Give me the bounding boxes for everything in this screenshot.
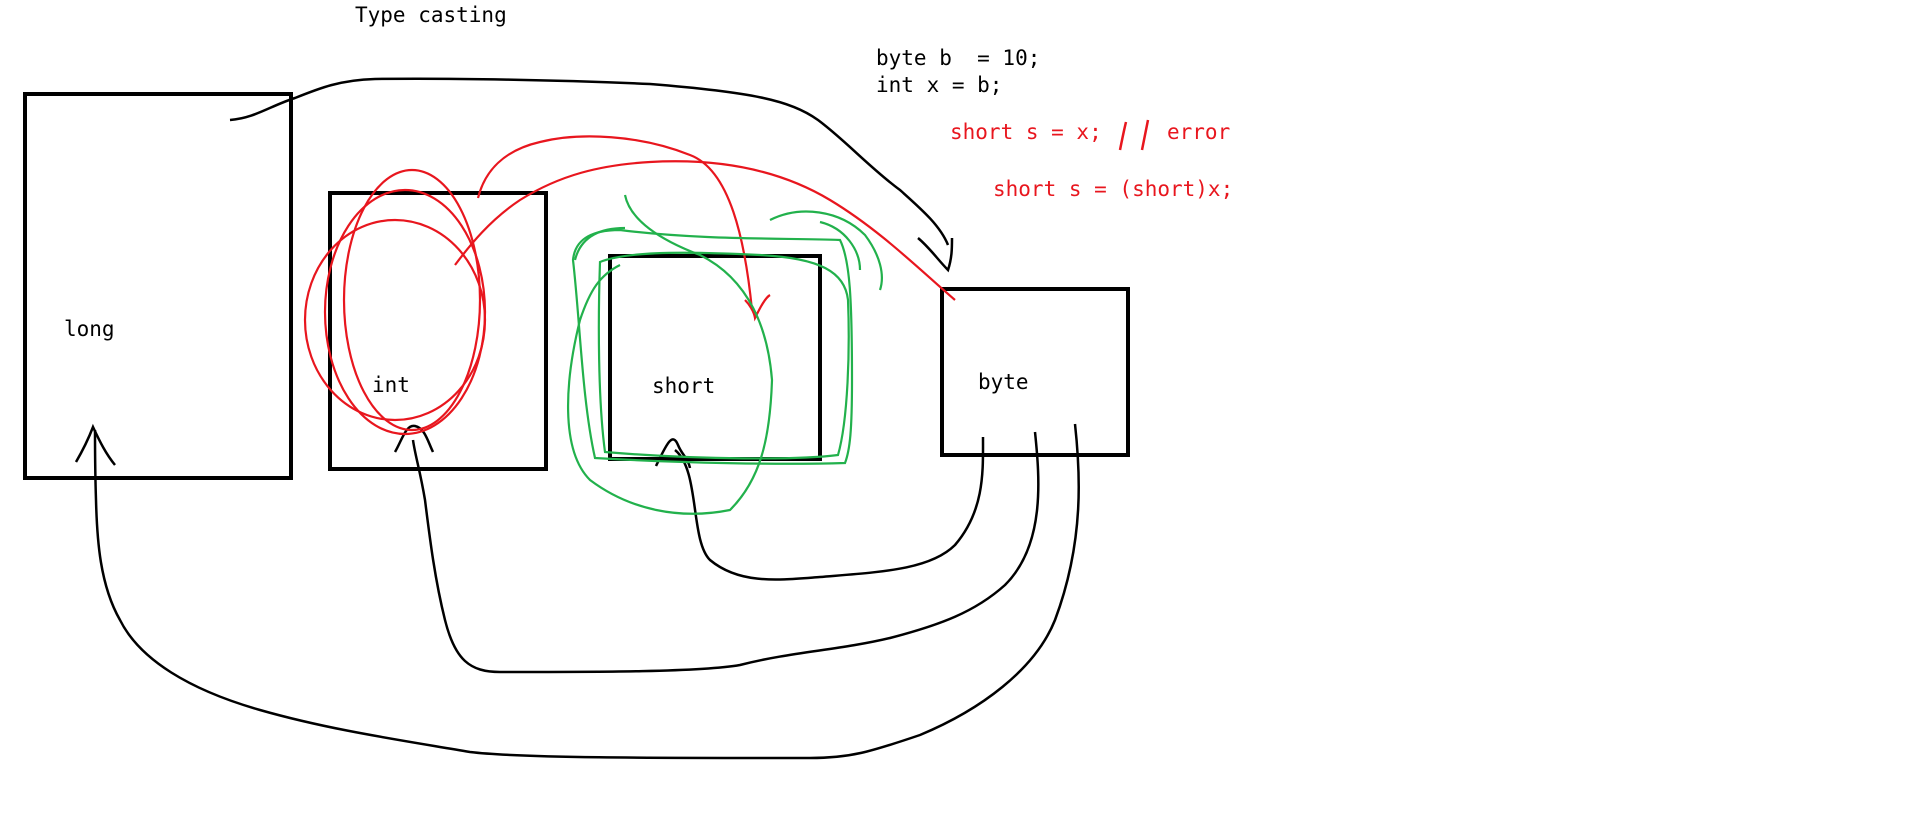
long-arrowhead: [74, 423, 116, 466]
int-label: int: [372, 373, 410, 397]
error-word: error: [1167, 120, 1231, 144]
code-line-2: int x = b;: [876, 73, 1003, 97]
short-label: short: [652, 374, 716, 398]
diagram-title: Type casting: [355, 3, 507, 27]
byte-to-short-arrow: [674, 436, 985, 581]
top-arrowhead: [917, 237, 954, 273]
int-red-circle-2: [323, 188, 487, 436]
code-line-1: byte b = 10;: [876, 46, 1041, 70]
int-arrowhead: [393, 424, 435, 453]
byte-to-long-arrow: [93, 423, 1081, 760]
short-box: [608, 254, 822, 461]
short-green-loop-2: [597, 251, 850, 460]
byte-box: [940, 287, 1130, 457]
long-label: long: [64, 317, 115, 341]
int-red-circle-3: [342, 168, 482, 432]
short-arrowhead: [654, 438, 692, 469]
long-to-byte-top-arrow: [229, 77, 950, 246]
comment-slashes: [1118, 119, 1150, 151]
int-box: [328, 191, 548, 471]
red-arrowhead-short: [744, 294, 771, 322]
red-curve-int-to-byte: [454, 160, 956, 301]
error-code-line: short s = x;: [950, 120, 1102, 144]
long-box: [23, 92, 293, 480]
red-curve-int-to-short: [476, 135, 754, 311]
cast-code-line: short s = (short)x;: [993, 177, 1234, 201]
short-green-arcs: [573, 210, 883, 291]
short-green-loop-3: [567, 194, 774, 515]
short-green-loop-1: [571, 228, 854, 465]
byte-label: byte: [978, 370, 1029, 394]
byte-to-int-arrow: [411, 431, 1040, 674]
